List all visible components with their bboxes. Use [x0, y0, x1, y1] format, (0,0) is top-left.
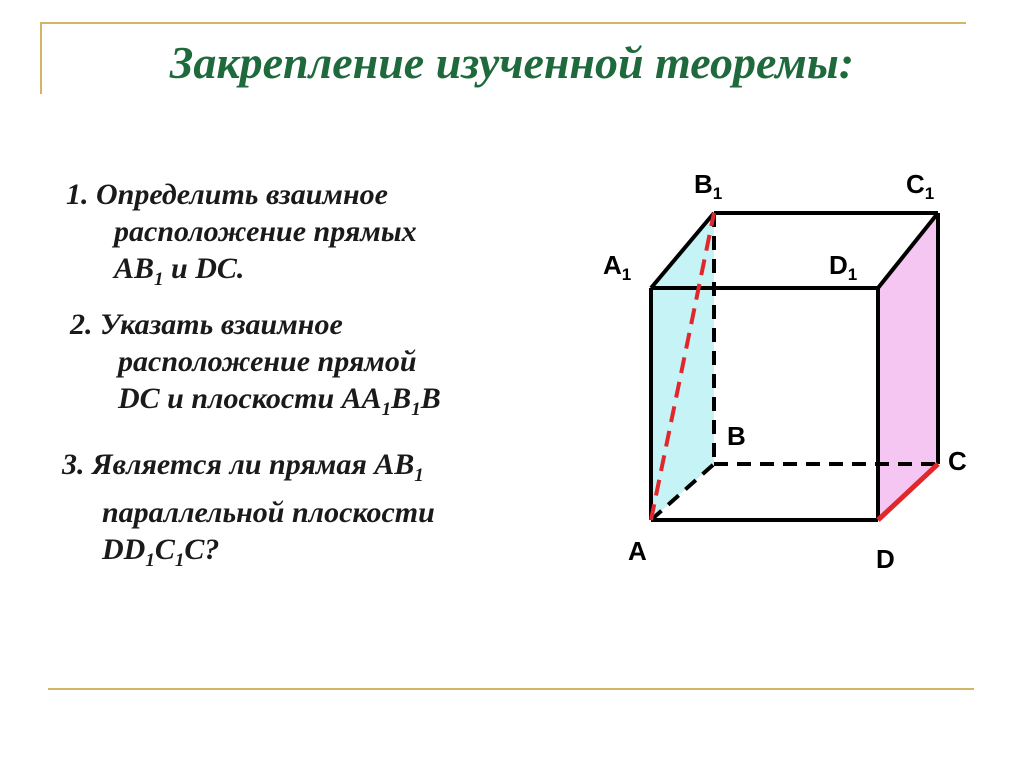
bottom-rule — [48, 688, 974, 690]
task-2: 2. Указать взаимное расположение прямой … — [70, 306, 441, 428]
vertex-label-c1: C1 — [906, 169, 934, 203]
vertex-label-b: B — [727, 421, 746, 451]
edge-dc-red — [876, 462, 940, 522]
task-1-line-3: AB1 и DC. — [114, 252, 245, 290]
face-dd1c1c — [878, 213, 938, 520]
task-1: 1. Определить взаимное расположение прям… — [66, 176, 417, 298]
vertex-label-d1: D1 — [829, 250, 857, 284]
edge-a1b1 — [649, 211, 716, 290]
task-2-line-3: DC и плоскости AA1B1B — [118, 382, 441, 420]
vertex-label-c: C — [948, 446, 967, 476]
top-rule — [40, 22, 966, 24]
slide-title: Закрепление изученной теоремы: — [169, 37, 855, 88]
task-1-line-2: расположение прямых — [114, 215, 417, 248]
task-3: 3. Является ли прямая AB1 параллельной п… — [62, 446, 435, 579]
task-3-line-2: параллельной плоскости — [102, 496, 435, 529]
diagonal-ab1 — [649, 212, 716, 521]
task-3-line-3: DD1C1C? — [102, 533, 220, 571]
task-1-line-1: 1. Определить взаимное — [66, 178, 388, 211]
vertex-label-a1: A1 — [603, 250, 631, 284]
task-2-line-2: расположение прямой — [118, 345, 417, 378]
task-3-line-1: 3. Является ли прямая AB1 — [62, 448, 424, 486]
vertex-label-a: A — [628, 536, 647, 566]
left-rule — [40, 22, 42, 94]
vertex-label-d: D — [876, 544, 895, 574]
edge-d1c1 — [876, 211, 940, 290]
edge-ab — [649, 462, 716, 522]
task-2-line-1: 2. Указать взаимное — [70, 308, 343, 341]
vertex-label-b1: B1 — [694, 169, 722, 203]
